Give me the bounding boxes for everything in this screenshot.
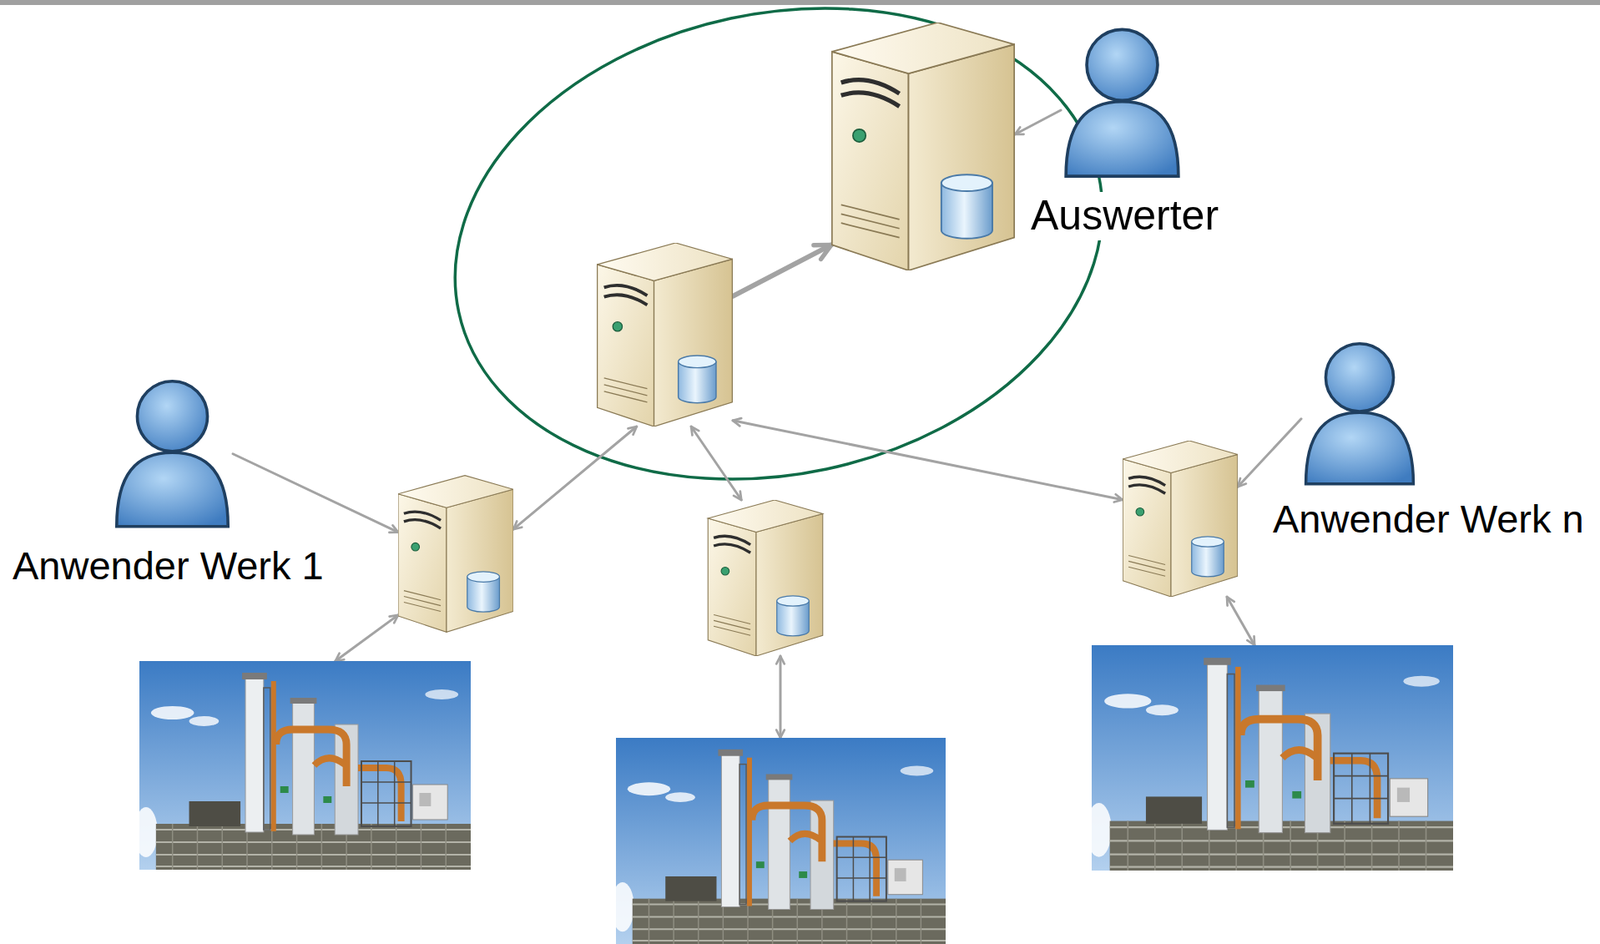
connector-arrow (732, 244, 832, 297)
person-graphic (1306, 343, 1414, 485)
person-node: Anwender Werk 1 (111, 375, 233, 531)
server-graphic (398, 475, 514, 633)
plant-node (139, 661, 471, 870)
person-icon (111, 375, 233, 531)
person-graphic (116, 381, 228, 527)
plant-icon (615, 737, 946, 944)
plant-node (1091, 645, 1454, 871)
connector-arrow (1226, 596, 1255, 646)
person-label: Auswerter (1028, 191, 1222, 241)
plant-graphic (134, 661, 471, 870)
plant-graphic (1086, 645, 1454, 871)
connector-arrow (691, 426, 742, 500)
connector-arrow (232, 454, 399, 533)
server-node (831, 22, 1015, 271)
plant-icon (1091, 645, 1454, 871)
connector-arrow (779, 656, 783, 738)
server-graphic (832, 22, 1015, 271)
server-icon (1122, 440, 1238, 597)
server-icon (398, 474, 514, 633)
connector-arrow (513, 426, 637, 530)
plant-node (615, 737, 946, 944)
connector-arrow (1014, 110, 1061, 135)
group-ellipse (410, 0, 1147, 537)
server-graphic (707, 499, 823, 657)
plant-graphic (610, 737, 946, 944)
person-label: Anwender Werk n (1270, 496, 1587, 542)
person-graphic (1065, 29, 1179, 177)
server-node (596, 242, 733, 427)
person-icon (1060, 25, 1184, 179)
person-icon (1301, 336, 1419, 490)
server-node (398, 474, 514, 633)
server-node (1122, 440, 1238, 597)
person-label: Anwender Werk 1 (10, 543, 327, 589)
server-graphic (1122, 440, 1238, 597)
server-node (706, 499, 825, 657)
person-node: Anwender Werk n (1301, 336, 1419, 490)
plant-icon (139, 661, 471, 870)
connector-arrow (732, 420, 1123, 500)
connector-arrow (335, 615, 399, 662)
person-node: Auswerter (1060, 25, 1184, 179)
server-icon (706, 499, 825, 657)
server-icon (596, 242, 733, 427)
top-bar (0, 0, 1600, 6)
server-graphic (597, 242, 733, 427)
server-icon (831, 22, 1015, 271)
connector-arrow (1237, 418, 1302, 487)
